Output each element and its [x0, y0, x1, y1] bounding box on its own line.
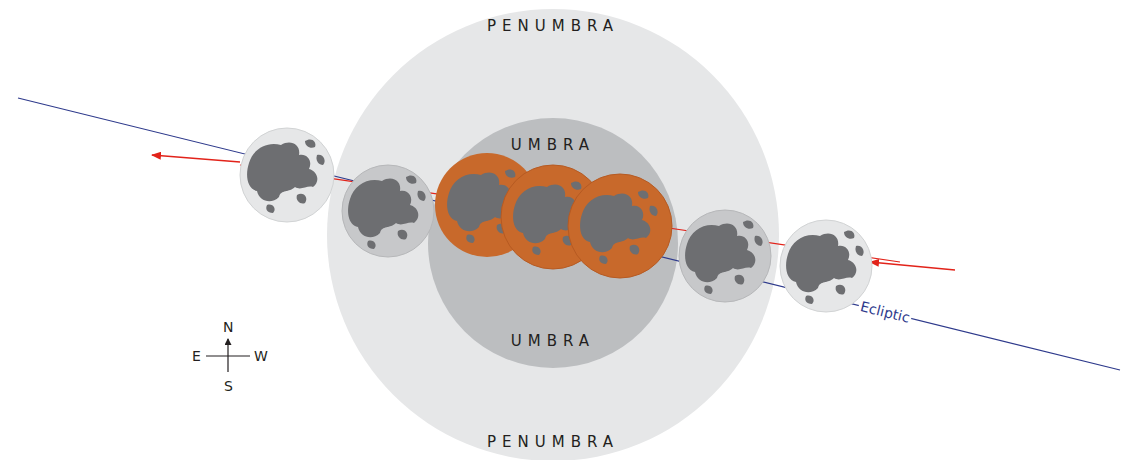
motion-arrow [152, 155, 240, 162]
compass-north: N [223, 319, 233, 335]
moon [240, 128, 334, 222]
moon [342, 165, 434, 257]
compass-south: S [224, 378, 233, 394]
moon [780, 220, 872, 312]
region-label: UMBRA [428, 332, 678, 350]
penumbra-disc [327, 9, 779, 460]
moon [679, 210, 771, 302]
umbra-region: UMBRA UMBRA [428, 118, 678, 368]
compass-west: W [254, 348, 268, 364]
moon-eclipsed [568, 174, 672, 278]
motion-arrow [870, 262, 955, 270]
umbra-disc [428, 118, 678, 368]
region-label: PENUMBRA [328, 17, 778, 35]
compass-line [206, 355, 250, 356]
penumbra-region: PENUMBRA PENUMBRA UMBRA UMBRA [328, 9, 778, 460]
compass-east: E [192, 348, 201, 364]
ecliptic-line [18, 98, 1120, 370]
region-label: PENUMBRA [328, 433, 778, 451]
region-label: UMBRA [428, 136, 678, 154]
ecliptic-label: Ecliptic [857, 298, 914, 327]
